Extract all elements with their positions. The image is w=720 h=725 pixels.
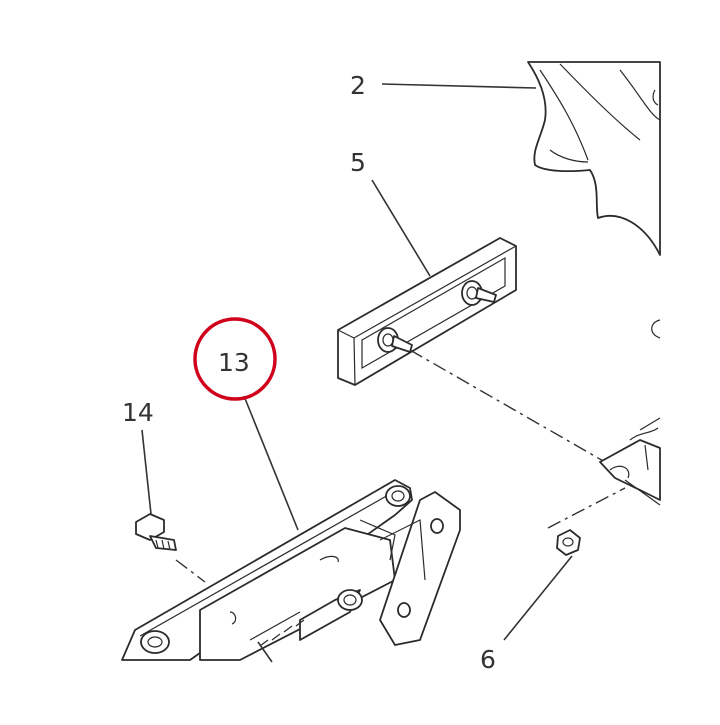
leader-6 xyxy=(503,555,573,641)
highlight-circle xyxy=(193,317,277,401)
part-14-screw[interactable] xyxy=(135,513,177,551)
right-bracket[interactable] xyxy=(599,417,661,506)
leader-2 xyxy=(381,83,537,89)
part-5-plate[interactable] xyxy=(337,237,517,386)
callout-14: 14 xyxy=(122,398,154,427)
assembly-line-6 xyxy=(547,487,626,529)
assembly-line-5 xyxy=(409,349,606,463)
callout-5: 5 xyxy=(350,148,366,177)
part-2-housing[interactable] xyxy=(527,61,661,339)
leader-14 xyxy=(141,429,152,515)
leader-13 xyxy=(243,395,299,531)
callout-6: 6 xyxy=(480,645,496,674)
part-6-nut[interactable] xyxy=(556,529,581,556)
callout-2: 2 xyxy=(350,71,366,100)
part-13-hinge[interactable] xyxy=(121,479,461,661)
callout-13: 13 xyxy=(218,348,250,377)
assembly-line-14 xyxy=(175,559,206,583)
leader-5 xyxy=(371,179,431,277)
leader-13b xyxy=(257,641,273,663)
